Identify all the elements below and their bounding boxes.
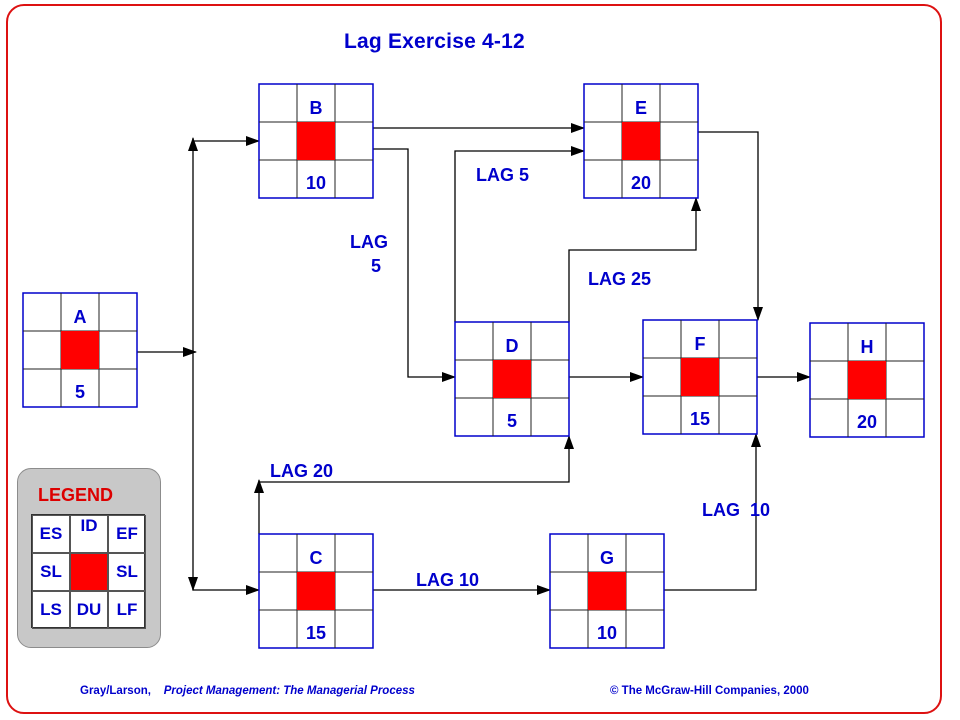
footer-book-title: Project Management: The Managerial Proce…: [163, 685, 415, 697]
node-center-cell: [622, 122, 660, 160]
lag-label-b-d-line1: LAG: [350, 232, 388, 252]
footer-citation: Gray/Larson, Project Management: The Man…: [80, 685, 415, 697]
legend-sl-right: SL: [108, 553, 146, 591]
node-f: F 15: [642, 319, 758, 435]
node-duration-label: 5: [75, 382, 85, 402]
node-id-label: B: [310, 98, 323, 118]
node-duration-label: 10: [306, 173, 326, 193]
edge-c-d: [258, 435, 574, 534]
lag-label-g-f: LAG 10: [702, 500, 770, 520]
node-duration-label: 15: [306, 623, 326, 643]
legend-ef: EF: [108, 515, 146, 553]
legend-sl-left: SL: [32, 553, 70, 591]
node-duration-label: 20: [857, 412, 877, 432]
node-d: D5: [454, 321, 570, 437]
node-center-cell: [61, 331, 99, 369]
lag-label-b-d-line2: 5: [371, 256, 381, 276]
legend: LEGEND ES ID EF SL SL LS DU LF: [17, 468, 161, 648]
node-a: A5: [22, 292, 138, 408]
node-id-label: F: [695, 334, 706, 354]
node-e: E 20: [583, 83, 699, 199]
node-id-label: C: [310, 548, 323, 568]
lag-label-c-d: LAG 20: [270, 461, 333, 481]
footer-copyright: © The McGraw-Hill Companies, 2000: [610, 685, 809, 697]
node-id-label: E: [635, 98, 647, 118]
slide-frame: [6, 4, 942, 714]
edge-split-b: [192, 136, 260, 352]
node-center-cell: [297, 122, 335, 160]
node-center-cell: [681, 358, 719, 396]
edge-e-f: [698, 131, 763, 321]
legend-id: ID: [70, 515, 108, 553]
node-duration-label: 15: [690, 409, 710, 429]
diagram-title: Lag Exercise 4-12: [344, 30, 525, 53]
legend-center-cell: [70, 553, 108, 591]
node-duration-label: 20: [631, 173, 651, 193]
legend-lf: LF: [108, 591, 146, 629]
legend-du: DU: [70, 591, 108, 629]
node-id-label: H: [861, 337, 874, 357]
edge-g-f: [664, 433, 761, 591]
legend-title: LEGEND: [38, 485, 114, 505]
lag-label-b-e: LAG 5: [476, 165, 529, 185]
node-id-label: D: [506, 336, 519, 356]
node-center-cell: [493, 360, 531, 398]
legend-grid: ES ID EF SL SL LS DU LF: [31, 514, 146, 629]
node-center-cell: [588, 572, 626, 610]
node-duration-label: 5: [507, 411, 517, 431]
edge-d-e-lag: [568, 197, 701, 322]
legend-ls: LS: [32, 591, 70, 629]
node-duration-label: 10: [597, 623, 617, 643]
edge-split-c: [192, 352, 260, 595]
node-b: B 10: [258, 83, 374, 199]
dependency-arrows: [137, 123, 811, 595]
edge-b-d: [373, 148, 456, 382]
lag-label-d-e: LAG 25: [588, 269, 651, 289]
footer-authors: Gray/Larson,: [80, 685, 151, 697]
node-h: H 20: [809, 322, 925, 438]
node-g: G 10: [549, 533, 665, 649]
node-center-cell: [848, 361, 886, 399]
node-c: C 15: [258, 533, 374, 649]
node-id-label: G: [600, 548, 614, 568]
lag-label-c-g: LAG 10: [416, 570, 479, 590]
legend-es: ES: [32, 515, 70, 553]
node-center-cell: [297, 572, 335, 610]
node-id-label: A: [74, 307, 87, 327]
edge-d-e: [454, 146, 585, 322]
